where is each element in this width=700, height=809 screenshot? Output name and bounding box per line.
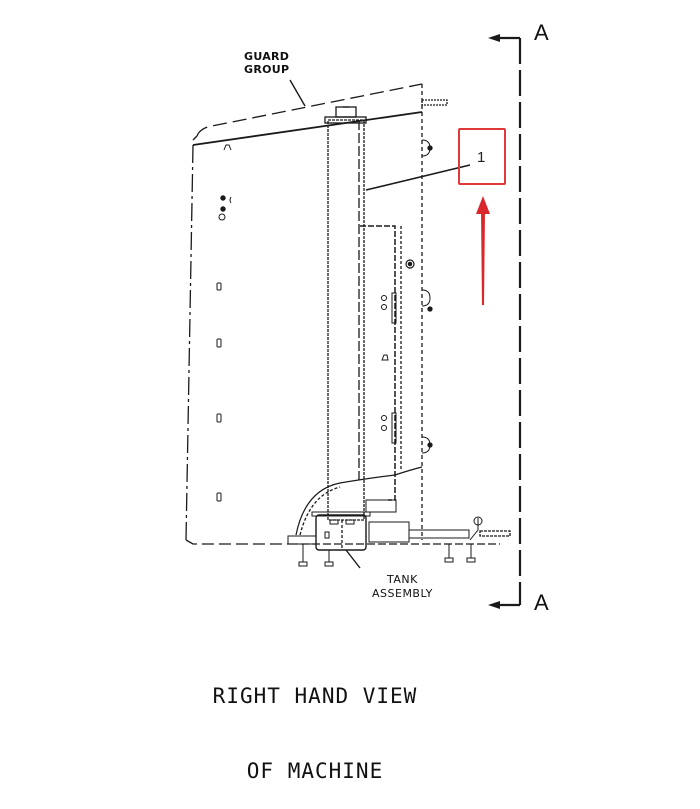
red-annotation-arrow-icon — [476, 196, 490, 305]
side-panel-features — [216, 195, 232, 502]
main-column — [324, 106, 367, 521]
guard-group-outline — [185, 79, 448, 545]
drawing-title: RIGHT HAND VIEW OF MACHINE — [195, 634, 435, 809]
callout-number: 1 — [477, 149, 486, 166]
drawing-title-line2: OF MACHINE — [246, 759, 384, 783]
tank-base-assembly — [287, 466, 511, 569]
guard-group-label: GUARD GROUP — [244, 50, 290, 76]
section-line-a — [495, 36, 522, 607]
section-arrow-bottom-icon — [488, 601, 500, 609]
drawing-title-line1: RIGHT HAND VIEW — [212, 684, 418, 708]
machine-diagram — [185, 34, 522, 609]
section-marker-top: A — [534, 20, 549, 45]
callout-leader — [365, 164, 471, 191]
tank-assembly-label: TANK ASSEMBLY — [372, 573, 433, 600]
section-marker-bottom: A — [534, 590, 549, 615]
callout-highlight-box — [458, 128, 506, 185]
section-arrow-top-icon — [488, 34, 500, 42]
tank-frame — [360, 225, 415, 501]
